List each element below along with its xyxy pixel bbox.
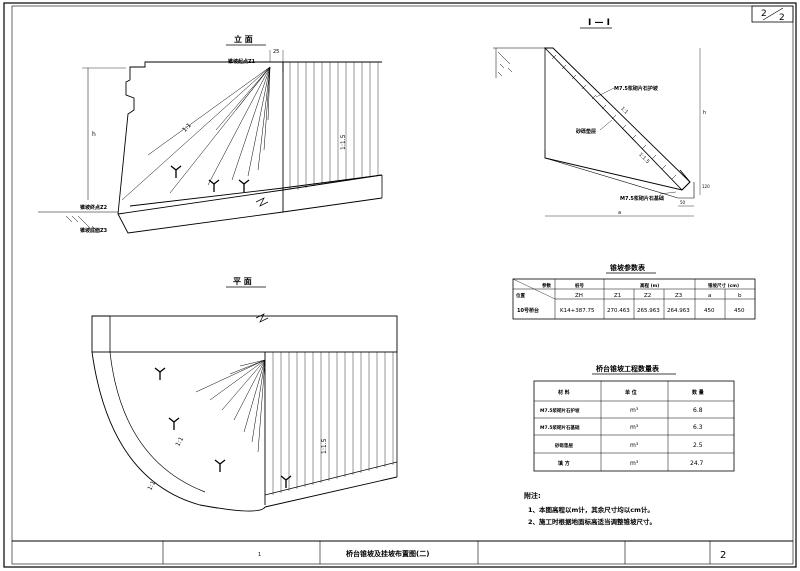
quantity-table-title: 桥台锥坡工程数量表 — [596, 364, 660, 373]
quantity-header-amount: 数 量 — [692, 389, 704, 396]
params-sub-zh: ZH — [575, 293, 583, 299]
quantity-header-unit: 单 位 — [625, 389, 637, 396]
sheet-border — [3, 2, 797, 568]
page-number-box: 2 2 — [751, 5, 794, 23]
quantity-row-3-unit: m³ — [630, 442, 639, 449]
plan-slope-left-2: 1:1 — [146, 480, 157, 492]
params-sub-b: b — [738, 293, 742, 299]
title-block-page: 2 — [720, 550, 726, 561]
elevation-dim-h: h — [92, 131, 96, 138]
elevation-title: 立 面 — [234, 34, 253, 44]
section-view: I — I h 120 a 50 — [493, 18, 710, 217]
quantity-row-4-amount: 24.7 — [690, 460, 704, 467]
plan-fan-lines — [195, 359, 266, 453]
page-number: 2 — [761, 9, 767, 19]
section-mortar-bottom: M7.5浆砌片石基础 — [620, 195, 664, 202]
quantity-row-2-amount: 6.3 — [693, 424, 703, 431]
params-header-elev: 高程 (m) — [640, 282, 659, 289]
params-row-z3: 264.963 — [667, 308, 690, 314]
params-sub-z3: Z3 — [675, 293, 683, 299]
plan-hatch — [272, 352, 394, 495]
quantity-row-2-unit: m³ — [630, 424, 639, 431]
params-corner-top: 参数 — [542, 282, 551, 289]
section-mortar-top: M7.5浆砌片石护坡 — [614, 85, 659, 92]
elevation-dim-top: 25 — [273, 49, 279, 55]
section-dim-c: 120 — [702, 184, 710, 189]
section-slope-2: 1:1.5 — [637, 152, 650, 165]
params-row-z2: 265.963 — [637, 308, 660, 314]
quantity-row-4-material: 填 方 — [558, 460, 570, 467]
quantity-table: 桥台锥坡工程数量表 材 料 单 位 数 量 M7.5浆砌片石护坡 m³ 6.8 … — [533, 364, 735, 472]
params-row-b: 450 — [734, 308, 745, 314]
notes-item-1: 1、本图高程以m计，其余尺寸均以cm计。 — [528, 505, 654, 514]
title-block: 1 桥台锥坡及挂坡布置图(二) 2 — [12, 540, 793, 564]
params-header-size: 锥坡尺寸 (cm) — [708, 282, 739, 289]
elevation-slope-label: 1:1 — [181, 122, 193, 134]
elevation-z2-label: 锥坡终点Z2 — [80, 204, 108, 211]
params-sub-z2: Z2 — [644, 293, 651, 299]
notes-item-2: 2、施工时根据地面标高适当调整锥坡尺寸。 — [528, 517, 656, 526]
params-row-zh: K14+387.75 — [560, 308, 595, 314]
plan-title: 平 面 — [233, 277, 252, 286]
plan-view: 平 面 — [91, 197, 398, 512]
elevation-hatch — [289, 62, 379, 190]
elevation-slope-right: 1:1.5 — [340, 134, 347, 150]
elevation-tree-symbols — [170, 165, 250, 192]
sheet-inner-border — [11, 5, 794, 565]
params-header-label: 桩号 — [575, 282, 584, 289]
section-slope-hatch — [551, 54, 677, 180]
params-row-z1: 270.463 — [607, 308, 630, 314]
elevation-z1-label: 锥坡起点Z1 — [228, 58, 256, 65]
section-ground-hatch — [493, 47, 545, 78]
quantity-row-3-amount: 2.5 — [693, 442, 703, 449]
section-filler: 砂砾垫层 — [576, 128, 596, 135]
quantity-row-1-amount: 6.8 — [693, 407, 703, 414]
quantity-row-3-material: 砂砾垫层 — [555, 442, 573, 449]
params-corner-bottom: 位置 — [516, 292, 525, 299]
quantity-row-2-material: M7.5浆砌片石基础 — [540, 424, 580, 431]
params-sub-z1: Z1 — [614, 293, 621, 299]
plan-slope-right: 1:1.5 — [321, 438, 328, 454]
ground-hatch-left — [38, 211, 118, 232]
params-table: 锥坡参数表 参数 位置 桩号 高程 (m) 锥坡尺寸 (cm) ZH Z1 Z2… — [512, 263, 756, 320]
params-table-title: 锥坡参数表 — [609, 263, 646, 272]
quantity-header-material: 材 料 — [558, 389, 570, 396]
params-sub-a: a — [708, 293, 711, 299]
section-title: I — I — [588, 18, 610, 28]
elevation-view: 立 面 — [38, 34, 383, 234]
plan-slope-left: 1:1 — [174, 436, 185, 448]
notes-heading: 附注: — [524, 491, 541, 500]
elevation-z3-label: 锥坡底面Z3 — [80, 227, 108, 234]
section-dim-h: h — [703, 110, 706, 116]
section-dim-a: a — [618, 210, 621, 216]
params-row-position: 10号桥台 — [517, 307, 539, 314]
quantity-row-4-unit: m³ — [630, 460, 639, 467]
quantity-row-1-material: M7.5浆砌片石护坡 — [540, 407, 580, 414]
quantity-row-1-unit: m³ — [630, 407, 639, 414]
page-total: 2 — [779, 13, 785, 23]
title-block-name: 桥台锥坡及挂坡布置图(二) — [346, 549, 429, 558]
section-slope-1: 1:1 — [619, 106, 629, 116]
params-row-a: 450 — [704, 308, 715, 314]
elevation-fan-lines — [121, 66, 271, 201]
section-dim-b: 50 — [680, 200, 686, 205]
plan-tree-symbols — [154, 367, 292, 488]
title-block-left: 1 — [258, 552, 261, 558]
notes: 附注: 1、本图高程以m计，其余尺寸均以cm计。 2、施工时根据地面标高适当调整… — [524, 491, 656, 526]
